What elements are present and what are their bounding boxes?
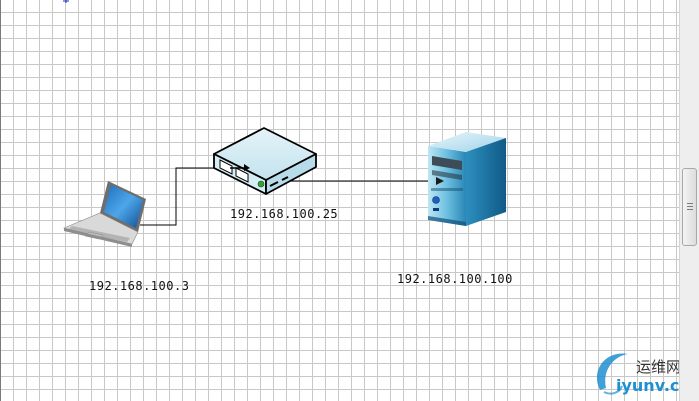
- iyunv-logo-icon: [596, 353, 628, 395]
- anchor-marker: [63, 0, 69, 3]
- server-tower-icon[interactable]: [428, 132, 506, 226]
- laptop-ip-label: 192.168.100.3: [89, 279, 190, 293]
- network-diagram: [63, 0, 628, 395]
- network-switch-icon[interactable]: [213, 127, 317, 195]
- diagram-canvas[interactable]: [0, 0, 679, 401]
- server-ip-label: 192.168.100.100: [397, 272, 513, 286]
- grip-line: [687, 203, 693, 204]
- switch-ip-label: 192.168.100.25: [230, 207, 339, 221]
- link-laptop-switch: [140, 167, 232, 226]
- grip-line: [687, 206, 693, 207]
- watermark-cn: 运维网: [636, 358, 682, 376]
- scrollbar-thumb[interactable]: [682, 168, 697, 246]
- grip-line: [687, 209, 693, 210]
- vertical-scrollbar[interactable]: [679, 0, 699, 401]
- watermark-en: iyunv.com: [616, 376, 699, 395]
- laptop-icon[interactable]: [63, 181, 146, 247]
- watermark: 运维网 iyunv.com: [594, 352, 699, 398]
